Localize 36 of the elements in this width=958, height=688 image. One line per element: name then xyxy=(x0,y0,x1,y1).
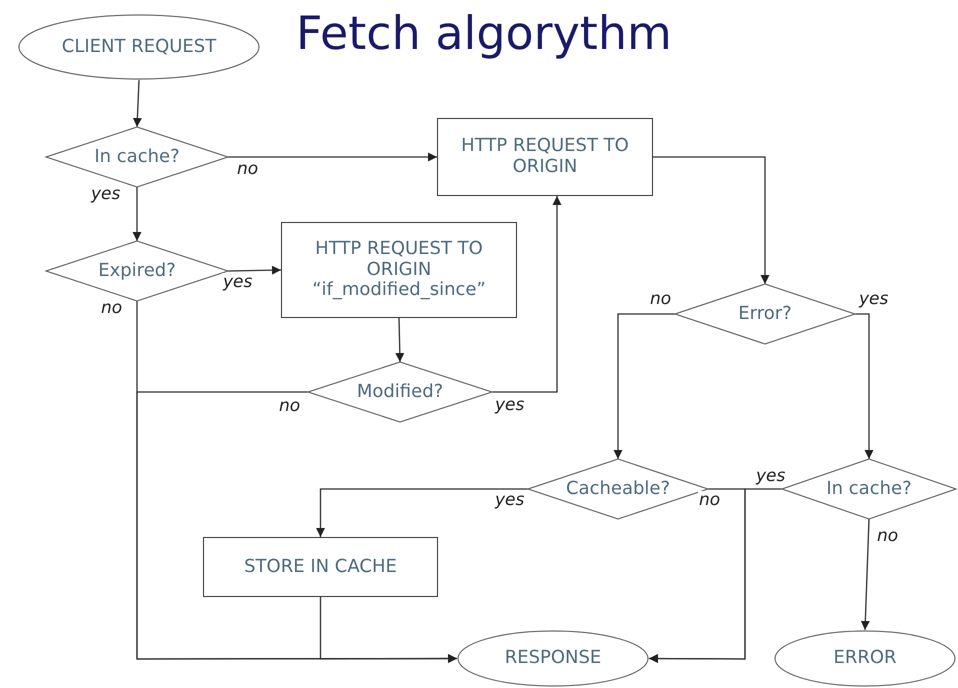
node-label: In cache? xyxy=(826,478,912,500)
arrow xyxy=(860,518,870,630)
node-label: STORE IN CACHE xyxy=(244,556,397,578)
edge-label: yes xyxy=(222,273,254,292)
node-label: HTTP REQUEST TO ORIGIN xyxy=(460,136,630,178)
arrow xyxy=(132,80,142,128)
arrow xyxy=(492,196,562,393)
arrow xyxy=(228,152,437,162)
node-label: Expired? xyxy=(98,260,176,282)
terminal-ellipse xyxy=(774,630,956,687)
node-label: CLIENT REQUEST xyxy=(62,36,216,58)
arrow xyxy=(649,488,782,664)
terminal-ellipse xyxy=(18,14,260,80)
process-box xyxy=(281,222,517,318)
arrow xyxy=(395,318,404,362)
arrow xyxy=(653,156,770,284)
diagram-title: Fetch algorythm xyxy=(296,6,672,60)
node-label: HTTP REQUEST TO ORIGIN “if_modified_since” xyxy=(311,238,487,302)
arrow xyxy=(614,313,675,459)
node-label: ERROR xyxy=(833,648,897,669)
node-label: Error? xyxy=(738,304,792,324)
arrow xyxy=(320,597,457,664)
decision-diamond xyxy=(675,284,855,344)
arrow xyxy=(228,266,282,275)
arrow xyxy=(132,187,142,241)
node-label: Cacheable? xyxy=(566,478,670,500)
arrow xyxy=(855,313,874,459)
node-label: RESPONSE xyxy=(504,648,602,669)
process-box xyxy=(437,118,653,196)
terminal-ellipse xyxy=(457,630,649,687)
process-box xyxy=(203,537,438,597)
decision-diamond xyxy=(308,362,492,422)
arrow xyxy=(316,488,528,537)
node-label: Modified? xyxy=(356,382,444,402)
node-label: In cache? xyxy=(94,146,180,168)
decision-diamond xyxy=(46,127,228,187)
